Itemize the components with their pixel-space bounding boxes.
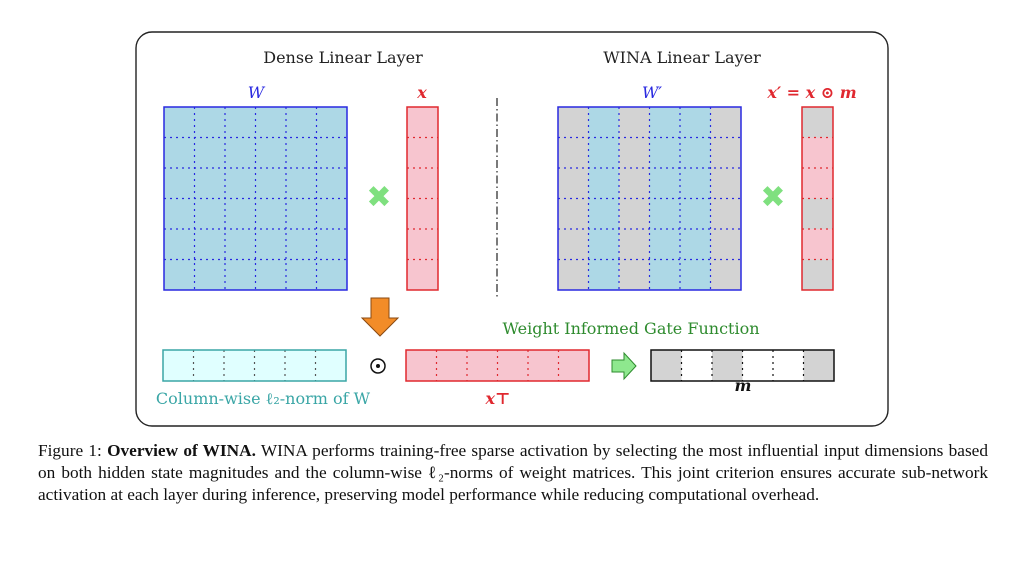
vector-cell xyxy=(802,259,833,290)
caption-prefix: Figure 1: xyxy=(38,441,108,460)
mask-vector-cell xyxy=(651,350,682,381)
caption-bold: Overview of WINA. xyxy=(107,441,256,460)
multiply-cross-icon-right: ✖ xyxy=(760,180,785,215)
xT-vector-cell xyxy=(467,350,498,381)
vector-cell xyxy=(407,259,438,290)
xT-vector-cell xyxy=(436,350,467,381)
vector-cell xyxy=(802,137,833,168)
matrix-column xyxy=(194,107,225,290)
norm-vector-cell xyxy=(254,350,285,381)
norm-vector-cell xyxy=(163,350,194,381)
vector-border xyxy=(801,106,834,291)
norm-vector-cell xyxy=(315,350,346,381)
wina-layer-title: WINA Linear Layer xyxy=(603,48,761,67)
mask-vector xyxy=(650,349,835,382)
svg-text:✖: ✖ xyxy=(366,180,391,215)
column-norm-vector xyxy=(162,349,347,382)
vector-cell xyxy=(407,107,438,138)
wina-weight-matrix xyxy=(557,106,742,291)
mask-vector-cell xyxy=(681,350,712,381)
mask-vector-cell xyxy=(742,350,773,381)
column-norm-label: Column-wise ℓ₂-norm of W xyxy=(156,389,371,408)
multiply-cross-icon: ✖ xyxy=(366,180,391,215)
mask-vector-cell xyxy=(773,350,804,381)
label-m: m xyxy=(735,376,752,395)
down-arrow-icon xyxy=(360,297,400,337)
mask-vector-border xyxy=(650,349,835,382)
xT-vector-cell xyxy=(497,350,528,381)
label-W-prime: W′ xyxy=(642,83,662,102)
figure-caption: Figure 1: Overview of WINA. WINA perform… xyxy=(38,440,988,506)
matrix-border xyxy=(163,106,348,291)
xT-vector-cell xyxy=(558,350,589,381)
vector-cell xyxy=(802,107,833,138)
xT-vector-cell xyxy=(406,350,437,381)
vector-border xyxy=(406,106,439,291)
xT-vector-border xyxy=(405,349,590,382)
norm-vector-cell xyxy=(224,350,255,381)
hadamard-product-dot xyxy=(376,364,380,368)
matrix-column xyxy=(619,107,650,290)
label-x-transpose: x⊤ xyxy=(485,389,511,408)
label-x-prime: x′ = x ⊙ m xyxy=(766,83,856,102)
vector-cell xyxy=(407,168,438,199)
matrix-column xyxy=(588,107,619,290)
norm-vector-cell xyxy=(193,350,224,381)
caption-text: WINA performs training-free sparse activ… xyxy=(38,441,988,504)
wina-masked-vector xyxy=(801,106,834,291)
mask-vector-cell xyxy=(803,350,834,381)
gate-function-title: Weight Informed Gate Function xyxy=(502,319,759,338)
vector-cell xyxy=(407,198,438,229)
vector-cell xyxy=(407,137,438,168)
mask-vector-cell xyxy=(712,350,743,381)
norm-vector-cell xyxy=(285,350,316,381)
right-arrow-icon xyxy=(611,351,637,381)
dense-weight-matrix xyxy=(163,106,348,291)
vector-cell xyxy=(802,229,833,260)
hadamard-product-icon xyxy=(370,358,386,374)
label-x: x xyxy=(416,83,427,102)
x-transpose-vector xyxy=(405,349,590,382)
vector-cell xyxy=(407,229,438,260)
matrix-column xyxy=(225,107,256,290)
wina-overview-figure: Dense Linear Layer WINA Linear Layer W x… xyxy=(135,31,889,427)
label-W: W xyxy=(248,83,266,102)
svg-text:✖: ✖ xyxy=(760,180,785,215)
vector-cell xyxy=(802,168,833,199)
xT-vector-cell xyxy=(528,350,559,381)
dense-input-vector xyxy=(406,106,439,291)
matrix-border xyxy=(557,106,742,291)
norm-vector-border xyxy=(162,349,347,382)
vector-cell xyxy=(802,198,833,229)
dense-layer-title: Dense Linear Layer xyxy=(263,48,423,67)
